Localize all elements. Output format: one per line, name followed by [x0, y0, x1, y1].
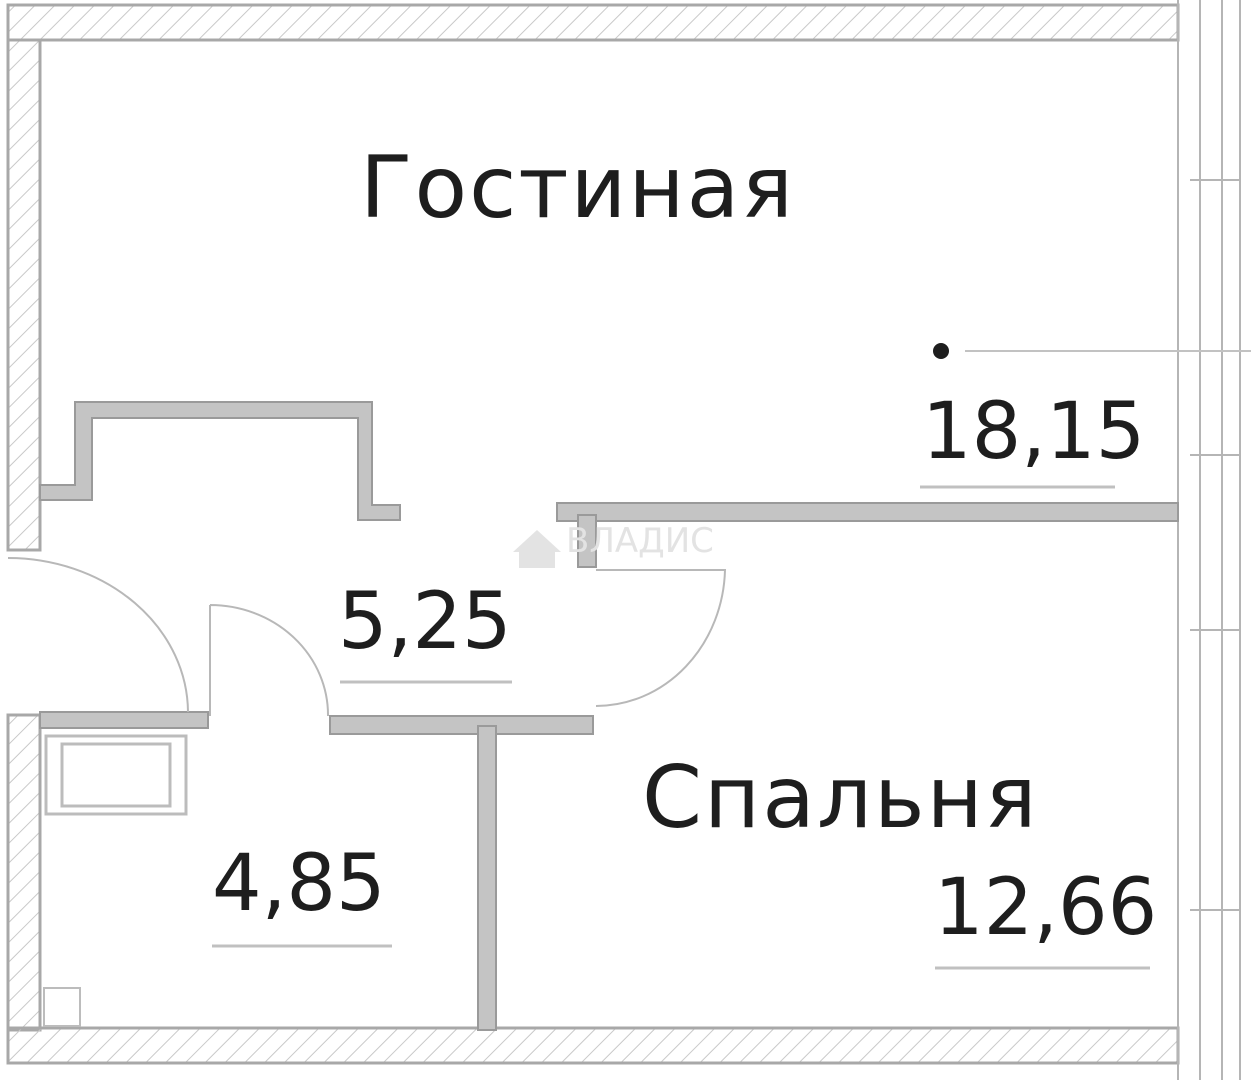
house-icon [513, 530, 561, 568]
left-wall-lower [6, 713, 42, 1032]
interior-walls [39, 401, 1179, 1031]
watermark: ВЛАДИС [513, 521, 714, 568]
wardrobe-niche-wall [39, 401, 401, 521]
room-area-bedroom: 12,66 [934, 863, 1157, 953]
bathtub-inner [60, 742, 172, 808]
shaft [43, 987, 81, 1027]
hall-bath-wall-right [329, 715, 594, 735]
room-name-living: Гостиная [360, 138, 795, 238]
room-name-bedroom: Спальня [642, 748, 1039, 848]
top-wall [6, 3, 1180, 42]
exterior-walls [6, 3, 1180, 1065]
bath-bedroom-wall [477, 725, 497, 1031]
bedroom-door-swing [595, 569, 727, 707]
left-wall-upper [6, 38, 42, 552]
room-area-living: 18,15 [922, 387, 1145, 477]
living-area-leader [933, 343, 1251, 359]
bath-door-swing [209, 604, 330, 717]
fixtures [43, 734, 188, 1027]
window-right [1177, 0, 1241, 1080]
hall-bath-wall-left [39, 711, 209, 729]
bathtub [44, 734, 188, 816]
marker-dot [933, 343, 949, 359]
entrance-door-swing [7, 557, 189, 713]
watermark-text: ВЛАДИС [566, 521, 714, 561]
door-jamb-right [577, 514, 597, 568]
area-underlines [212, 485, 1150, 970]
living-bedroom-wall [556, 502, 1179, 522]
room-area-bath: 4,85 [212, 839, 386, 929]
bottom-wall [6, 1026, 1180, 1065]
room-labels: Гостиная 18,15 5,25 4,85 Спальня 12,66 [212, 138, 1157, 953]
door-swings [7, 557, 727, 717]
room-area-hall: 5,25 [338, 577, 512, 667]
